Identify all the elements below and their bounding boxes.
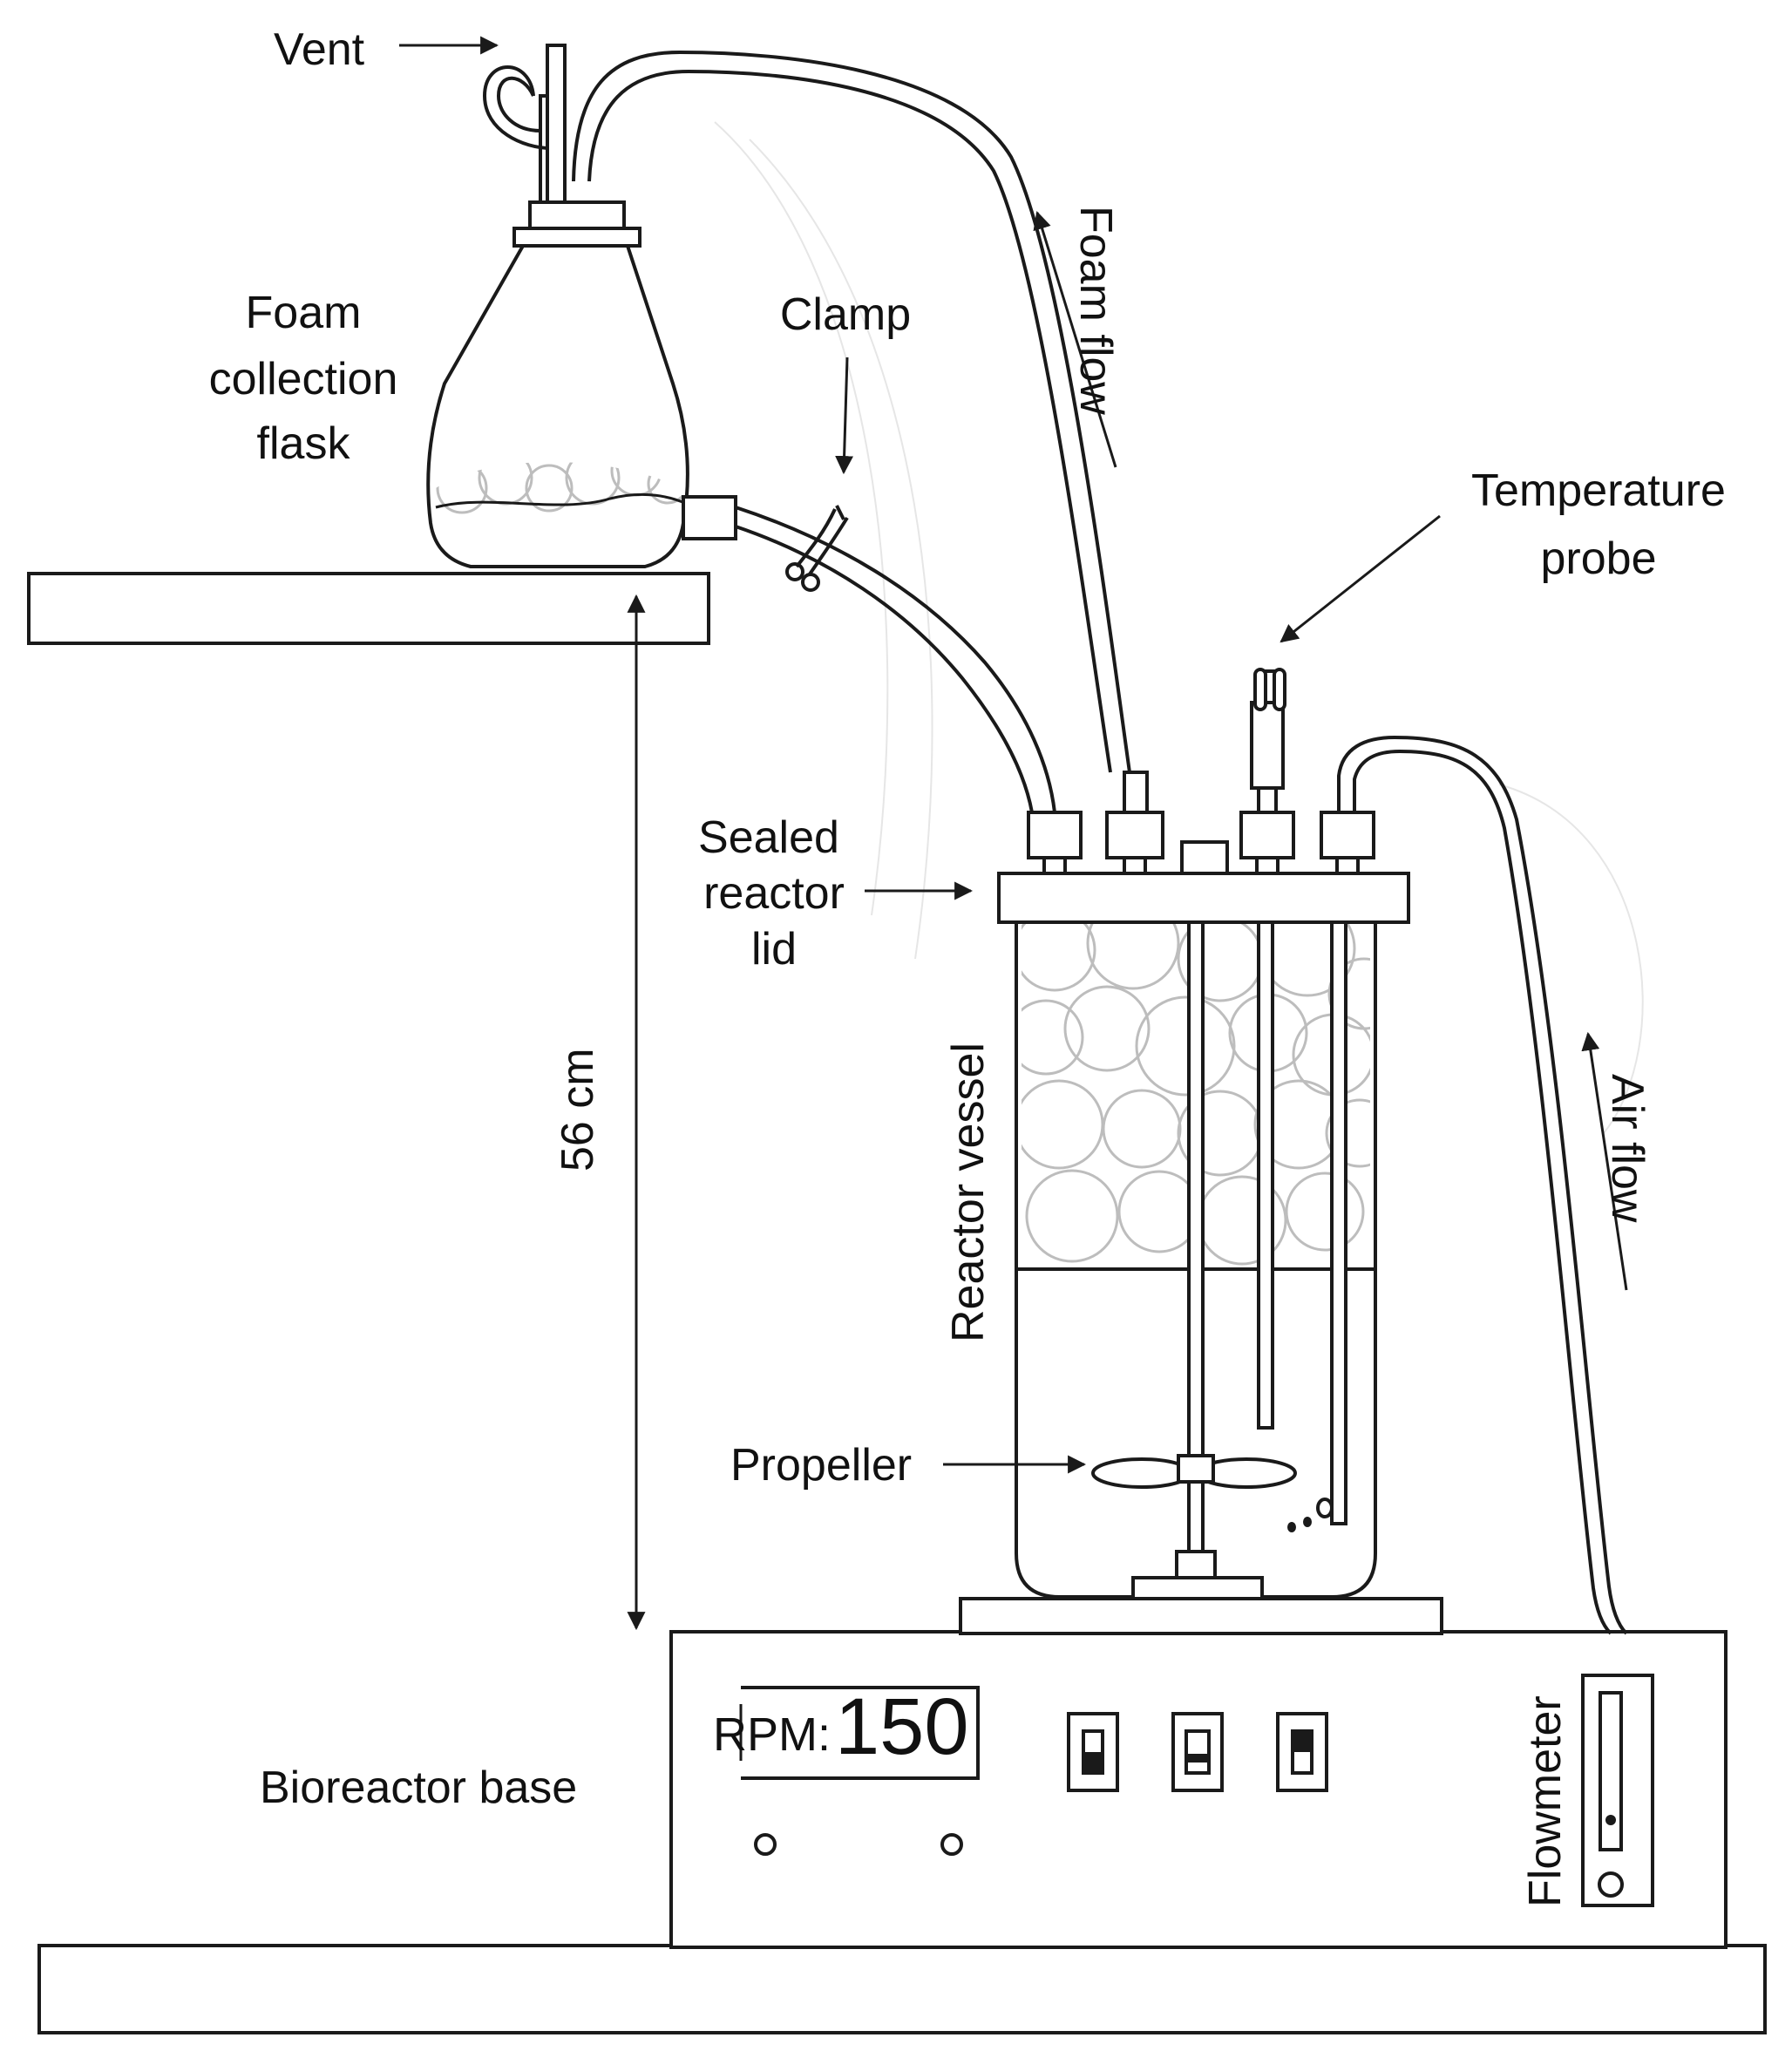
label-foam-flask-1: Foam [246,288,362,338]
label-reactor-vessel: Reactor vessel [943,1043,994,1342]
ground-plate [37,1944,1767,2034]
label-foam-flask-3: flask [257,418,351,469]
switch-2[interactable] [1171,1712,1224,1792]
stirrer-hub [1131,1576,1264,1600]
label-clamp: Clamp [780,289,911,340]
flowmeter-device [1581,1674,1654,1907]
shaft [1187,920,1205,1464]
base-knob-right[interactable] [940,1833,963,1856]
air-bubbles [1287,1498,1334,1532]
temperature-probe-arrow [1280,514,1441,643]
reactor-lid [997,872,1410,924]
clamp-arrow [835,357,854,475]
rpm-label: RPM: [713,1708,831,1761]
probe-rod [1257,920,1274,1430]
foam-flow-arrow [1033,210,1117,468]
label-height: 56 cm [553,1048,603,1172]
label-lid-3: lid [751,924,797,975]
propeller-blades [1091,1454,1297,1489]
base-knob-left[interactable] [754,1833,777,1856]
lid-ports [1027,771,1375,875]
sparger-rod [1330,920,1347,1525]
foam-tube [572,50,1131,773]
rpm-display: RPM: 150 [713,1682,969,1771]
flask-stopper-top [528,200,626,230]
vessel-internals [1091,920,1347,1600]
flask-body [426,244,689,568]
label-foam-flask-2: collection [209,354,398,404]
label-flowmeter: Flowmeter [1520,1695,1571,1907]
return-tube [735,506,1056,813]
flask-side-arm [682,495,737,540]
label-vent: Vent [274,24,365,75]
label-temperature-probe-1: Temperature [1471,465,1726,516]
reactor-platform [959,1597,1443,1635]
shelf [27,572,710,645]
vent-tube [482,44,567,204]
label-bioreactor-base: Bioreactor base [260,1763,577,1813]
ghost-lines [714,121,1644,1134]
bioreactor-base: RPM: 150 [669,1630,1728,1949]
label-temperature-probe-2: probe [1541,533,1657,584]
switch-3[interactable] [1276,1712,1328,1792]
label-lid-2: reactor [703,868,845,919]
rpm-value: 150 [835,1682,969,1771]
switch-1[interactable] [1067,1712,1119,1792]
label-lid-1: Sealed [698,812,839,863]
air-flow-arrow [1581,1031,1628,1291]
flowmeter-knob[interactable] [1598,1871,1624,1898]
clamp-device [785,505,849,592]
label-propeller: Propeller [730,1440,912,1491]
air-supply-tube [1337,735,1628,1635]
label-air-flow: Air flow [1602,1074,1653,1223]
flask-stopper [512,227,641,248]
foam-collection-flask [426,200,737,568]
label-foam-flow: Foam flow [1070,206,1121,415]
labels: Vent Foam collection flask Clamp Foam fl… [209,24,1726,1907]
pointer-arrows [399,36,1628,1631]
temperature-probe-device [1250,668,1286,814]
